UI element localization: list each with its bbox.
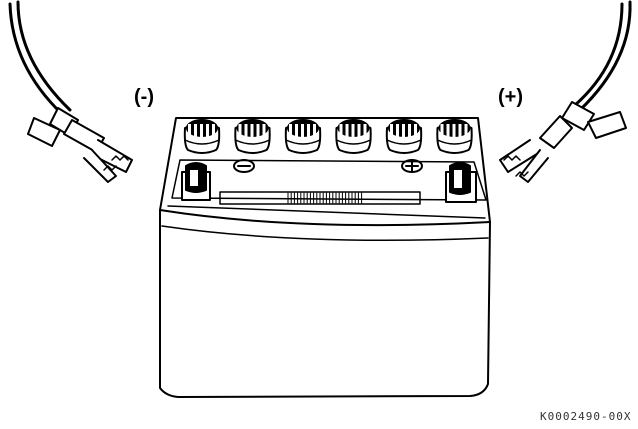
negative-cable-clamp [10, 2, 132, 182]
filler-cap [185, 120, 219, 153]
battery-top [172, 160, 486, 204]
positive-terminal [446, 163, 476, 202]
polarity-minus-mark [234, 160, 254, 172]
filler-cap [286, 120, 320, 153]
polarity-plus-mark [402, 160, 422, 172]
filler-caps [185, 120, 472, 153]
filler-cap [336, 120, 370, 153]
filler-cap [387, 120, 421, 153]
negative-label: (-) [134, 86, 154, 109]
filler-cap [437, 120, 471, 153]
filler-cap [235, 120, 269, 153]
positive-label: (+) [498, 86, 523, 109]
figure-code: K0002490-00X [540, 410, 631, 423]
negative-terminal [182, 163, 210, 200]
